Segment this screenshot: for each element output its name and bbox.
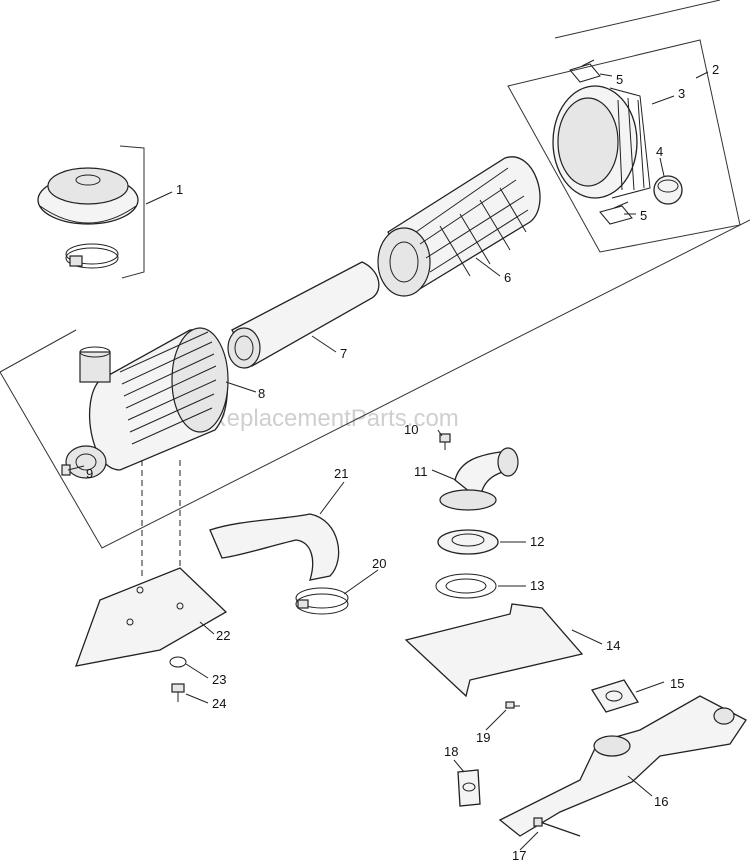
part-21-intake-hose[interactable] <box>209 513 340 581</box>
callout-19: 19 <box>476 730 490 745</box>
part-3-end-cap-housing[interactable] <box>552 85 651 199</box>
callout-8: 8 <box>258 386 265 401</box>
part-11-elbow[interactable] <box>439 447 519 511</box>
callout-17: 17 <box>512 848 526 863</box>
callout-6: 6 <box>504 270 511 285</box>
callout-13: 13 <box>530 578 544 593</box>
callout-22: 22 <box>216 628 230 643</box>
part-4-valve[interactable] <box>653 175 683 205</box>
callout-7: 7 <box>340 346 347 361</box>
callout-3: 3 <box>678 86 685 101</box>
watermark-text: eReplacementParts.com <box>196 405 459 432</box>
leader-lines <box>67 71 709 851</box>
callout-16: 16 <box>654 794 668 809</box>
part-20-hose-clamp[interactable] <box>295 587 349 615</box>
callout-5-lower: 5 <box>640 208 647 223</box>
part-12-adapter[interactable] <box>437 529 499 555</box>
part-8-air-cleaner-housing[interactable] <box>65 327 229 479</box>
part-15-manifold-gasket[interactable] <box>590 679 640 713</box>
callout-10: 10 <box>404 422 418 437</box>
callout-1: 1 <box>176 182 183 197</box>
part-19-screw[interactable] <box>505 701 520 709</box>
part-22-mounting-bracket[interactable] <box>74 567 228 667</box>
callout-15: 15 <box>670 676 684 691</box>
part-17-bolt[interactable] <box>533 817 581 837</box>
callout-20: 20 <box>372 556 386 571</box>
part-1-air-cleaner-cover[interactable] <box>37 167 139 225</box>
callout-21: 21 <box>334 466 348 481</box>
part-18-gasket[interactable] <box>457 769 481 807</box>
callout-5-upper: 5 <box>616 72 623 87</box>
callout-11: 11 <box>414 464 428 479</box>
part-6-filter-element[interactable] <box>377 156 541 297</box>
subassembly-box <box>507 39 741 253</box>
part-14-bracket[interactable] <box>404 603 584 698</box>
part-10-screw[interactable] <box>439 433 451 450</box>
callout-14: 14 <box>606 638 620 653</box>
frame-top-edge <box>554 0 721 39</box>
callout-12: 12 <box>530 534 544 549</box>
part-16-intake-manifold[interactable] <box>498 695 747 837</box>
part-1-hose-clamp[interactable] <box>65 243 119 269</box>
assembly-frame <box>0 219 750 549</box>
callout-4: 4 <box>656 144 663 159</box>
part-5-clip-lower[interactable] <box>599 201 633 225</box>
bracket-item-1 <box>119 145 145 279</box>
part-7-inner-element[interactable] <box>227 261 380 369</box>
callout-23: 23 <box>212 672 226 687</box>
callout-2: 2 <box>712 62 719 77</box>
callout-9: 9 <box>86 466 93 481</box>
part-24-bolt[interactable] <box>171 683 185 702</box>
callout-24: 24 <box>212 696 226 711</box>
part-13-gasket[interactable] <box>435 573 497 599</box>
callout-18: 18 <box>444 744 458 759</box>
part-23-lock-washer[interactable] <box>169 656 187 668</box>
part-5-clip-upper[interactable] <box>569 59 601 83</box>
